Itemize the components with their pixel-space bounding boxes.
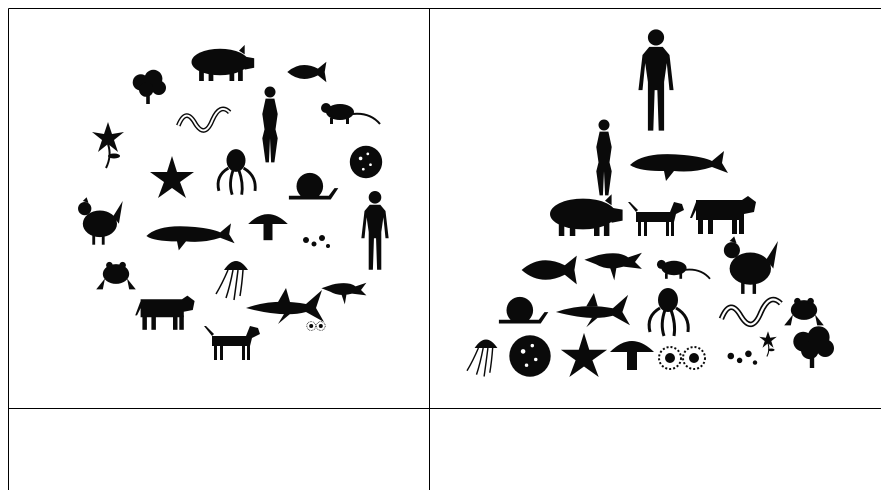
man-icon: [638, 29, 673, 130]
cell-icon: [350, 146, 382, 178]
microbe-icon: [728, 351, 758, 365]
starfish-icon: [150, 156, 194, 198]
bird-icon: [584, 253, 642, 281]
whale-icon: [146, 223, 234, 250]
pig-icon: [550, 194, 623, 236]
flower-icon: [92, 122, 124, 168]
circle-cluster-figure: [78, 45, 389, 360]
snail-icon: [499, 297, 548, 324]
woman-icon: [262, 87, 277, 163]
microbe-icon: [303, 235, 330, 248]
fish-icon: [287, 62, 326, 82]
rat-icon: [321, 103, 380, 124]
whale-icon: [630, 151, 728, 181]
man-icon: [361, 191, 388, 270]
chicken-icon: [78, 197, 123, 245]
pyramid-figure: [467, 29, 834, 377]
woman-icon: [596, 120, 611, 196]
rat-icon: [657, 260, 710, 279]
fish-icon: [522, 256, 577, 285]
octopus-icon: [218, 149, 255, 195]
frog-icon: [784, 298, 824, 326]
tree-icon: [133, 70, 166, 104]
dog-icon: [204, 326, 260, 360]
frog-icon: [96, 262, 136, 290]
jellyfish-icon: [467, 339, 497, 376]
mushroom-icon: [610, 341, 654, 370]
shark-icon: [556, 293, 630, 327]
starfish-icon: [561, 333, 607, 377]
snail-icon: [289, 173, 338, 200]
jellyfish-icon: [216, 261, 248, 300]
snake-icon: [178, 109, 229, 131]
chicken-icon: [724, 236, 778, 294]
bacteria-small-icon: [307, 322, 325, 331]
snake-icon: [721, 299, 780, 324]
bacteria-icon: [659, 347, 705, 369]
pig-icon: [192, 45, 255, 81]
dog-icon: [628, 202, 684, 236]
mushroom-icon: [248, 214, 288, 240]
tree-icon: [793, 326, 834, 368]
flower-icon: [759, 331, 777, 356]
cow-icon: [690, 196, 756, 234]
cow-icon: [135, 296, 194, 330]
bird-icon: [321, 283, 366, 305]
octopus-icon: [649, 288, 688, 336]
cell-icon: [509, 335, 550, 376]
shark-icon: [246, 288, 324, 324]
